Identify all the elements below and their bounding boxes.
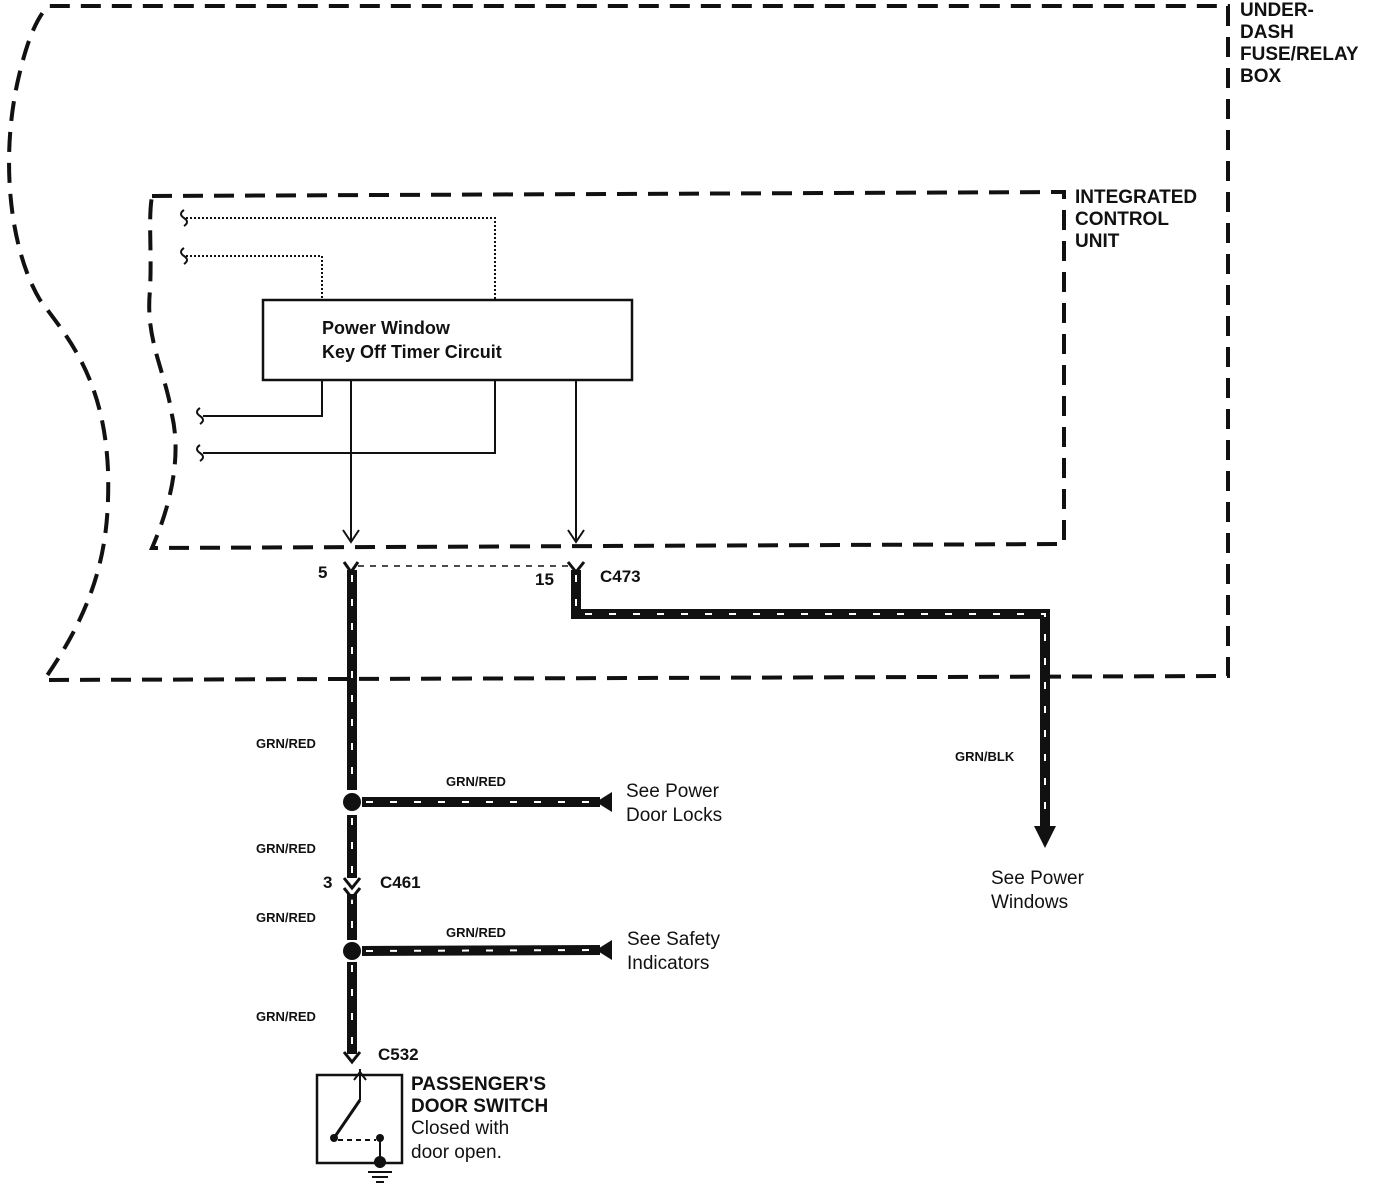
svg-text:CONTROL: CONTROL <box>1075 209 1169 230</box>
wire-label-left-1: GRN/RED <box>256 736 316 751</box>
control-unit-label: INTEGRATED CONTROL UNIT <box>1075 187 1197 252</box>
timer-box-label: Power Window Key Off Timer Circuit <box>322 318 502 362</box>
wire-label-left-4: GRN/RED <box>256 1009 316 1024</box>
svg-text:Power Window: Power Window <box>322 318 451 338</box>
switch-note: Closed with door open. <box>411 1118 509 1163</box>
svg-text:door open.: door open. <box>411 1142 502 1163</box>
svg-text:DASH: DASH <box>1240 22 1294 43</box>
switch-label: PASSENGER'S DOOR SWITCH <box>411 1074 548 1117</box>
svg-text:Door Locks: Door Locks <box>626 805 722 826</box>
switch-icon <box>315 1069 404 1168</box>
reference-safety-indicators: See Safety Indicators <box>627 929 720 974</box>
internal-connections <box>180 209 585 544</box>
wire-label-door-locks: GRN/RED <box>446 774 506 789</box>
reference-door-locks: See Power Door Locks <box>626 781 722 826</box>
svg-text:PASSENGER'S: PASSENGER'S <box>411 1074 546 1095</box>
svg-text:Key Off Timer Circuit: Key Off Timer Circuit <box>322 342 502 362</box>
connector-c532 <box>342 1051 362 1065</box>
timer-circuit-box <box>261 298 634 382</box>
connector-c461 <box>342 877 362 901</box>
connector-c461-label: C461 <box>380 873 421 892</box>
wire-branch-safety-indicators <box>343 940 612 960</box>
arrow-icon <box>1034 826 1056 848</box>
control-unit-outline <box>147 189 1066 551</box>
arrow-icon <box>596 792 612 812</box>
fuse-box-outline <box>7 4 1230 683</box>
fuse-box-label: UNDER- DASH FUSE/RELAY BOX <box>1240 0 1359 87</box>
svg-text:BOX: BOX <box>1240 66 1282 87</box>
splice-icon <box>343 942 361 960</box>
pin-5-label: 5 <box>318 563 327 582</box>
reference-power-windows: See Power Windows <box>991 868 1085 913</box>
wire-branch-door-locks <box>343 792 612 812</box>
wire-label-left-3: GRN/RED <box>256 910 316 925</box>
wire-label-safety: GRN/RED <box>446 925 506 940</box>
wire-label-left-2: GRN/RED <box>256 841 316 856</box>
svg-text:Indicators: Indicators <box>627 953 709 974</box>
connector-c532-label: C532 <box>378 1045 419 1064</box>
arrow-icon <box>596 940 612 960</box>
pin-3-label: 3 <box>323 873 332 892</box>
svg-text:Windows: Windows <box>991 892 1068 913</box>
ground-icon <box>368 1171 392 1183</box>
pin-15-label: 15 <box>535 570 554 589</box>
wire-label-right: GRN/BLK <box>955 749 1015 764</box>
svg-text:See Power: See Power <box>991 868 1085 889</box>
svg-text:See Safety: See Safety <box>627 929 720 950</box>
svg-text:See Power: See Power <box>626 781 720 802</box>
wire-grn-blk <box>571 570 1056 848</box>
svg-text:UNDER-: UNDER- <box>1240 0 1314 21</box>
svg-text:DOOR SWITCH: DOOR SWITCH <box>411 1096 548 1117</box>
svg-text:UNIT: UNIT <box>1075 231 1120 252</box>
splice-icon <box>343 793 361 811</box>
svg-text:FUSE/RELAY: FUSE/RELAY <box>1240 44 1359 65</box>
svg-text:INTEGRATED: INTEGRATED <box>1075 187 1197 208</box>
connector-c473-label: C473 <box>600 567 641 586</box>
svg-text:Closed with: Closed with <box>411 1118 509 1139</box>
